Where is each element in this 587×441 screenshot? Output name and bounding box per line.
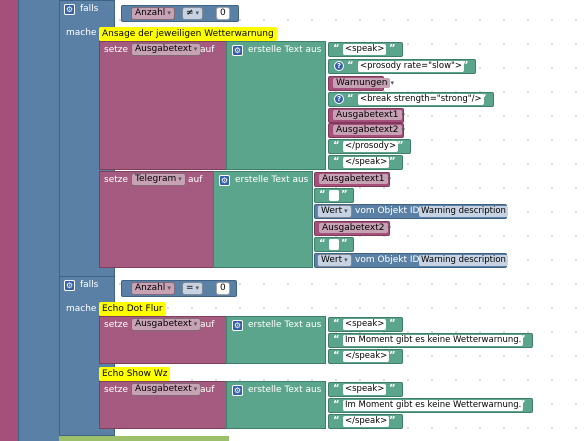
mache-label: mache <box>66 28 97 38</box>
quote-open: “ <box>347 93 354 104</box>
object-id-field[interactable]: Warning description <box>419 255 508 266</box>
number-field[interactable]: 0 <box>216 282 230 295</box>
quote-close: ” <box>341 238 348 249</box>
quote-open: “ <box>333 318 340 329</box>
quote-close: ” <box>341 189 348 200</box>
var-dropdown-ausgabetext[interactable]: Ausgabetext▾ <box>131 383 202 396</box>
setze-label: setze <box>104 320 129 330</box>
quote-open: “ <box>333 399 340 410</box>
string-field[interactable] <box>329 239 339 250</box>
object-id-label: vom Objekt ID <box>355 255 420 265</box>
operator-dropdown[interactable]: =▾ <box>182 282 204 295</box>
setze-label: setze <box>104 45 129 55</box>
setze-block-ausgabetext[interactable] <box>99 41 227 170</box>
text-join-block-2[interactable] <box>213 171 313 268</box>
string-field[interactable]: Im Moment gibt es keine Wetterwarnung. <box>343 400 524 411</box>
question-icon[interactable]: ? <box>334 94 344 104</box>
var-ausgabetext1[interactable]: Ausgabetext1▾ <box>328 108 405 123</box>
quote-close: ” <box>389 318 396 329</box>
quote-close: ” <box>480 93 487 104</box>
create-text-label: erstelle Text aus <box>248 320 322 330</box>
var-ausgabetext1[interactable]: Ausgabetext1▾ <box>314 172 391 187</box>
gear-icon[interactable]: ⚙ <box>64 280 75 291</box>
quote-open: “ <box>333 156 340 167</box>
var-dropdown-telegram[interactable]: Telegram▾ <box>131 173 186 186</box>
var-dropdown-anzahl[interactable]: Anzahl▾ <box>131 282 175 295</box>
string-field[interactable]: <speak> <box>343 319 387 330</box>
create-text-label: erstelle Text aus <box>235 175 309 185</box>
var-ausgabetext2[interactable]: Ausgabetext2▾ <box>328 123 405 138</box>
operator-dropdown[interactable]: ≠▾ <box>182 7 204 20</box>
auf-label: auf <box>200 45 215 55</box>
auf-label: auf <box>188 175 203 185</box>
text-join-block-1[interactable] <box>226 41 326 170</box>
number-field[interactable]: 0 <box>216 7 230 20</box>
var-dropdown-ausgabetext[interactable]: Ausgabetext▾ <box>131 43 202 56</box>
quote-open: “ <box>333 140 340 151</box>
question-icon[interactable]: ? <box>334 61 344 71</box>
quote-open: “ <box>333 334 340 345</box>
setze-block-telegram[interactable] <box>99 171 214 268</box>
quote-open: “ <box>333 350 340 361</box>
create-text-label: erstelle Text aus <box>248 45 322 55</box>
quote-close: ” <box>389 383 396 394</box>
string-field[interactable]: </speak> <box>343 157 390 168</box>
string-field[interactable]: <prosody rate="slow"> <box>358 61 465 72</box>
quote-close: ” <box>389 43 396 54</box>
comment-wetterwarnung[interactable]: Ansage der jeweiligen Wetterwarnung <box>99 27 277 41</box>
object-id-label: vom Objekt ID <box>355 206 420 216</box>
var-dropdown-anzahl[interactable]: Anzahl▾ <box>131 7 175 20</box>
quote-open: “ <box>319 238 326 249</box>
outer-block-strip <box>0 0 18 441</box>
gear-icon[interactable]: ⚙ <box>219 175 230 186</box>
wert-dropdown[interactable]: Wert▾ <box>317 254 352 267</box>
gear-icon[interactable]: ⚙ <box>232 45 243 56</box>
quote-open: “ <box>319 189 326 200</box>
comment-echo-show[interactable]: Echo Show Wz <box>99 367 171 381</box>
string-field[interactable]: </speak> <box>343 351 390 362</box>
gear-icon[interactable]: ⚙ <box>232 320 243 331</box>
quote-open: “ <box>333 415 340 426</box>
comment-echo-dot[interactable]: Echo Dot Flur <box>99 302 166 316</box>
gear-icon[interactable]: ⚙ <box>64 4 75 15</box>
string-field[interactable] <box>329 190 339 201</box>
quote-close: ” <box>389 415 396 426</box>
quote-close: ” <box>519 334 526 345</box>
quote-open: “ <box>333 383 340 394</box>
quote-close: ” <box>397 140 404 151</box>
quote-open: “ <box>333 43 340 54</box>
falls-label: falls <box>80 280 99 290</box>
quote-close: ” <box>389 156 396 167</box>
quote-close: ” <box>389 350 396 361</box>
inner-block-strip <box>18 0 59 441</box>
var-dropdown-ausgabetext[interactable]: Ausgabetext▾ <box>131 318 202 331</box>
setze-label: setze <box>104 385 129 395</box>
auf-label: auf <box>200 320 215 330</box>
wert-dropdown[interactable]: Wert▾ <box>317 205 352 218</box>
falls-label: falls <box>80 4 99 14</box>
string-field[interactable]: </speak> <box>343 416 390 427</box>
auf-label: auf <box>200 385 215 395</box>
quote-close: ” <box>519 399 526 410</box>
var-warnungen[interactable]: Warnungen▾ <box>328 76 394 91</box>
gear-icon[interactable]: ⚙ <box>232 385 243 396</box>
string-field[interactable]: <speak> <box>343 44 387 55</box>
quote-close: ” <box>462 60 469 71</box>
create-text-label: erstelle Text aus <box>248 385 322 395</box>
quote-open: “ <box>347 60 354 71</box>
string-field[interactable]: <break strength="strong"/> <box>358 94 484 105</box>
mache-label: mache <box>66 304 97 314</box>
object-id-field[interactable]: Warning description <box>419 206 508 217</box>
string-field[interactable]: </prosody> <box>343 141 399 152</box>
setze-label: setze <box>104 175 129 185</box>
var-ausgabetext2[interactable]: Ausgabetext2▾ <box>314 221 391 236</box>
string-field[interactable]: Im Moment gibt es keine Wetterwarnung. <box>343 335 524 346</box>
partial-block-bottom[interactable] <box>59 436 229 441</box>
string-field[interactable]: <speak> <box>343 384 387 395</box>
